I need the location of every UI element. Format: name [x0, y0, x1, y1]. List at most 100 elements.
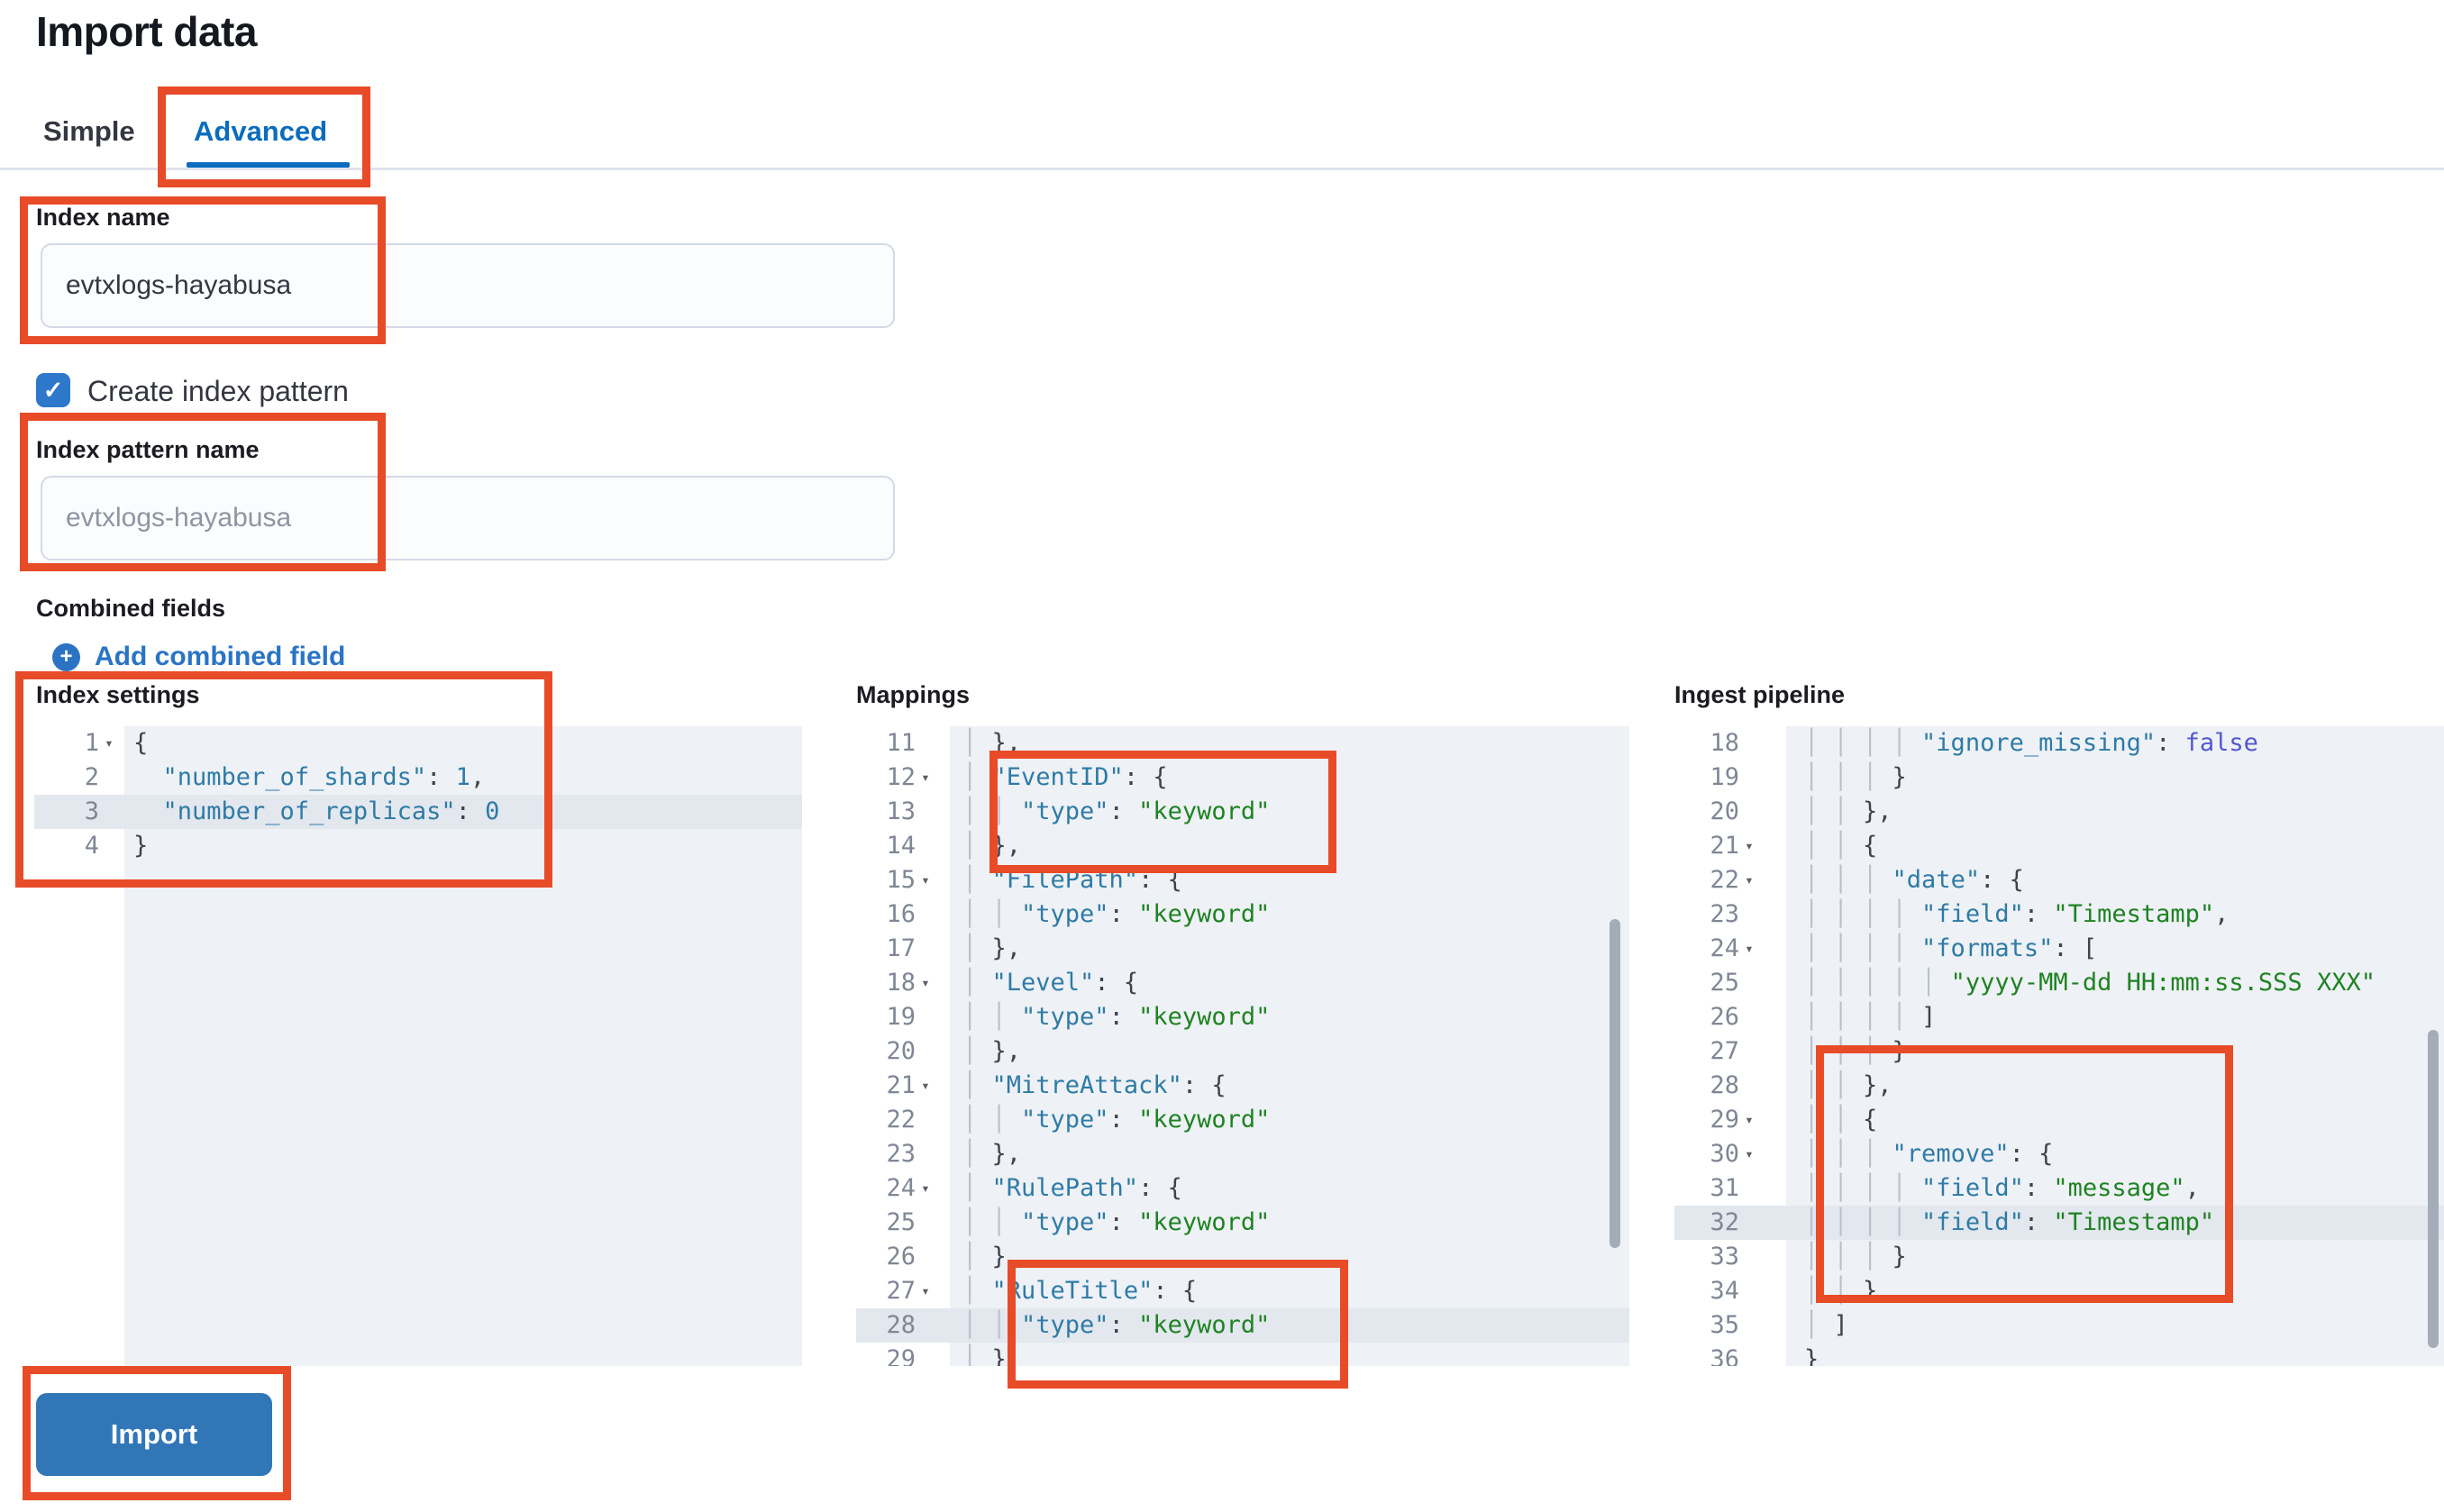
line-number: 34 [1710, 1277, 1739, 1305]
code-line-20[interactable]: 20│ }, [856, 1034, 1629, 1069]
code-line-34[interactable]: 34│ │ } [1674, 1274, 2444, 1308]
code-line-12[interactable]: 12▾│ "EventID": { [856, 761, 1629, 795]
code-line-23[interactable]: 23│ }, [856, 1137, 1629, 1171]
mappings-editor[interactable]: 11│ },12▾│ "EventID": {13│ │ "type": "ke… [856, 726, 1629, 1366]
code-line-25[interactable]: 25│ │ │ │ │ "yyyy-MM-dd HH:mm:ss.SSS XXX… [1674, 966, 2444, 1000]
tab-advanced[interactable]: Advanced [194, 115, 328, 147]
code-line-26[interactable]: 26 │ │ │ │ ] [1674, 1000, 2444, 1034]
code-text: │ │ "type": "keyword" [962, 797, 1271, 825]
code-text: │ │ │ "remove": { [1804, 1140, 2054, 1168]
code-line-21[interactable]: 21▾│ "MitreAttack": { [856, 1069, 1629, 1103]
code-line-20[interactable]: 20│ │ }, [1674, 795, 2444, 829]
code-text: │ "RuleTitle": { [962, 1277, 1198, 1305]
code-line-18[interactable]: 18│ │ │ │ "ignore_missing": false [1674, 726, 2444, 761]
fold-arrow-icon[interactable]: ▾ [921, 1180, 930, 1197]
line-number: 31 [1710, 1174, 1739, 1202]
fold-arrow-icon[interactable]: ▾ [921, 1077, 930, 1094]
code-line-11[interactable]: 11 │ }, [856, 726, 1629, 761]
code-line-33[interactable]: 33│ │ │ } [1674, 1240, 2444, 1274]
index-settings-editor[interactable]: 1▾{2 "number_of_shards": 1,3 "number_of_… [34, 726, 802, 1366]
tabs-divider [0, 168, 2444, 170]
fold-arrow-icon[interactable]: ▾ [1745, 837, 1754, 854]
code-line-4[interactable]: 4} [34, 829, 802, 863]
fold-arrow-icon[interactable]: ▾ [105, 734, 114, 751]
line-number: 25 [1710, 969, 1739, 997]
fold-arrow-icon[interactable]: ▾ [921, 769, 930, 786]
fold-arrow-icon[interactable]: ▾ [1745, 940, 1754, 957]
ingest-pipeline-label: Ingest pipeline [1674, 681, 1846, 708]
line-number: 18 [1710, 729, 1739, 757]
import-button[interactable]: Import [36, 1393, 272, 1476]
code-text: │ │ │ │ ] [1804, 1003, 1937, 1031]
code-line-27[interactable]: 27│ │ │ } [1674, 1034, 2444, 1069]
line-number: 11 [886, 729, 916, 757]
code-line-22[interactable]: 22▾│ │ │ "date": { [1674, 863, 2444, 897]
code-line-23[interactable]: 23│ │ │ │ "field": "Timestamp", [1674, 897, 2444, 932]
create-index-pattern-checkbox[interactable]: ✓ [36, 373, 70, 407]
code-line-26[interactable]: 26│ }, [856, 1240, 1629, 1274]
code-line-24[interactable]: 24▾│ │ │ │ "formats": [ [1674, 932, 2444, 966]
code-line-21[interactable]: 21▾│ │ { [1674, 829, 2444, 863]
editor-gutter [1674, 726, 1786, 1366]
code-line-1[interactable]: 1▾{ [34, 726, 802, 761]
line-number: 24▾ [856, 1171, 950, 1206]
code-line-32[interactable]: 32│ │ │ │ "field": "Timestamp" [1674, 1206, 2444, 1240]
code-text: │ }, [962, 729, 1022, 757]
editor-gutter [856, 726, 950, 1366]
code-line-30[interactable]: 30▾│ │ │ "remove": { [1674, 1137, 2444, 1171]
code-line-19[interactable]: 19│ │ "type": "keyword" [856, 1000, 1629, 1034]
fold-arrow-icon[interactable]: ▾ [1745, 1145, 1754, 1162]
line-number: 26 [1710, 1003, 1739, 1031]
add-combined-field-button[interactable]: + Add combined field [52, 642, 345, 672]
index-name-label: Index name [36, 204, 170, 231]
code-line-29[interactable]: 29│ }, [856, 1343, 1629, 1366]
code-line-15[interactable]: 15▾│ "FilePath": { [856, 863, 1629, 897]
code-line-3[interactable]: 3 "number_of_replicas": 0 [34, 795, 802, 829]
code-line-22[interactable]: 22│ │ "type": "keyword" [856, 1103, 1629, 1137]
index-name-input[interactable] [41, 243, 895, 328]
line-number: 26 [886, 1243, 916, 1271]
code-line-24[interactable]: 24▾│ "RulePath": { [856, 1171, 1629, 1206]
code-text: │ │ │ } [1804, 763, 1907, 791]
create-index-pattern-label[interactable]: Create index pattern [87, 375, 349, 407]
code-line-13[interactable]: 13 │ │ "type": "keyword" [856, 795, 1629, 829]
code-text: │ "FilePath": { [962, 866, 1182, 894]
fold-arrow-icon[interactable]: ▾ [921, 871, 930, 888]
fold-arrow-icon[interactable]: ▾ [921, 974, 930, 991]
fold-arrow-icon[interactable]: ▾ [1745, 1111, 1754, 1128]
mappings-scrollbar-thumb[interactable] [1610, 919, 1620, 1248]
code-line-35[interactable]: 35│ ] [1674, 1308, 2444, 1343]
line-number: 22 [886, 1106, 916, 1134]
fold-arrow-icon[interactable]: ▾ [921, 1282, 930, 1299]
code-line-16[interactable]: 16│ │ "type": "keyword" [856, 897, 1629, 932]
code-line-27[interactable]: 27▾│ "RuleTitle": { [856, 1274, 1629, 1308]
page-title: Import data [36, 8, 257, 55]
line-number: 13 [886, 797, 916, 825]
code-text: } [1804, 1345, 1819, 1366]
code-text: │ "EventID": { [962, 763, 1168, 791]
code-line-28[interactable]: 28│ │ "type": "keyword" [856, 1308, 1629, 1343]
code-text: } [133, 832, 149, 860]
code-line-29[interactable]: 29▾│ │ { [1674, 1103, 2444, 1137]
code-line-2[interactable]: 2 "number_of_shards": 1, [34, 761, 802, 795]
code-line-14[interactable]: 14│ }, [856, 829, 1629, 863]
active-tab-underline [187, 162, 350, 168]
line-number: 18▾ [856, 966, 950, 1000]
ingest-scrollbar-thumb[interactable] [2428, 1030, 2439, 1348]
fold-arrow-icon[interactable]: ▾ [1745, 871, 1754, 888]
code-line-19[interactable]: 19│ │ │ } [1674, 761, 2444, 795]
code-line-36[interactable]: 36} [1674, 1343, 2444, 1366]
mappings-label: Mappings [856, 681, 970, 708]
code-line-17[interactable]: 17│ }, [856, 932, 1629, 966]
code-line-28[interactable]: 28│ │ }, [1674, 1069, 2444, 1103]
code-line-18[interactable]: 18▾│ "Level": { [856, 966, 1629, 1000]
line-number: 33 [1710, 1243, 1739, 1271]
code-line-31[interactable]: 31│ │ │ │ "field": "message", [1674, 1171, 2444, 1206]
code-text: │ │ "type": "keyword" [962, 1311, 1271, 1339]
index-pattern-name-input[interactable] [41, 476, 895, 560]
code-line-25[interactable]: 25│ │ "type": "keyword" [856, 1206, 1629, 1240]
code-text: │ }, [962, 832, 1022, 860]
code-text: │ }, [962, 1345, 1022, 1366]
tab-simple[interactable]: Simple [43, 115, 135, 147]
